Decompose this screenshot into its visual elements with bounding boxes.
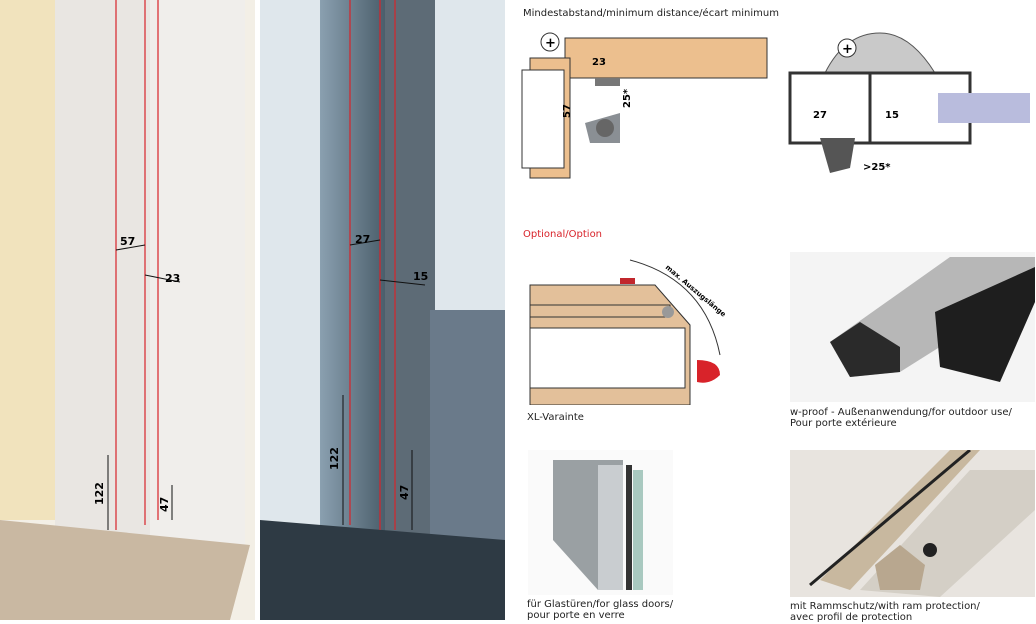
photo-w-proof — [790, 252, 1035, 402]
caption-line: pour porte en verre — [527, 610, 625, 621]
dim-label: 23 — [165, 272, 180, 285]
dim-label: 122 — [328, 447, 341, 470]
caption-line: für Glastüren/for glass doors/ — [527, 599, 674, 610]
dim-label: 57 — [120, 235, 135, 248]
section-title-optional: Optional/Option — [523, 229, 603, 240]
caption-w-proof: w-proof - Außenanwendung/for outdoor use… — [790, 407, 1012, 429]
dim-label: 27 — [355, 233, 370, 246]
dim-label: >25* — [863, 162, 891, 173]
caption-line: Pour porte extérieure — [790, 418, 897, 429]
dim-label: 47 — [158, 497, 171, 512]
caption-ram: mit Rammschutz/with ram protection/avec … — [790, 601, 980, 623]
diagram-xl-variant: max. Auszugslänge — [525, 250, 730, 409]
caption-line: mit Rammschutz/with ram protection/ — [790, 601, 980, 612]
photo-glass-door: 27 15 122 47 — [260, 0, 505, 620]
caption-glass: für Glastüren/for glass doors/pour porte… — [527, 599, 673, 621]
caption-line: w-proof - Außenanwendung/for outdoor use… — [790, 407, 1012, 418]
dim-label: 27 — [813, 110, 827, 121]
caption-line: avec profil de protection — [790, 612, 913, 623]
dim-label: 15 — [413, 270, 428, 283]
dim-label: 15 — [885, 110, 899, 121]
dim-label: 25* — [622, 88, 633, 108]
dim-label: 23 — [592, 57, 606, 68]
svg-text:+: + — [842, 42, 853, 57]
dim-label: 47 — [398, 485, 411, 500]
diagram-min-distance-wood: + 23 25* 57 — [520, 28, 770, 187]
diagram-min-distance-aluminium: + 27 15 >25* — [785, 28, 1035, 187]
section-title-min-distance: Mindestabstand/minimum distance/écart mi… — [523, 8, 779, 19]
dim-label: 57 — [562, 104, 573, 118]
photo-ram-protection — [790, 448, 1035, 597]
caption-xl: XL-Varainte — [527, 412, 584, 423]
svg-text:+: + — [545, 36, 556, 51]
photo-glass-door-profile — [528, 450, 673, 595]
dim-label: 122 — [93, 482, 106, 505]
photo-wall-door: 57 23 122 47 — [0, 0, 255, 620]
